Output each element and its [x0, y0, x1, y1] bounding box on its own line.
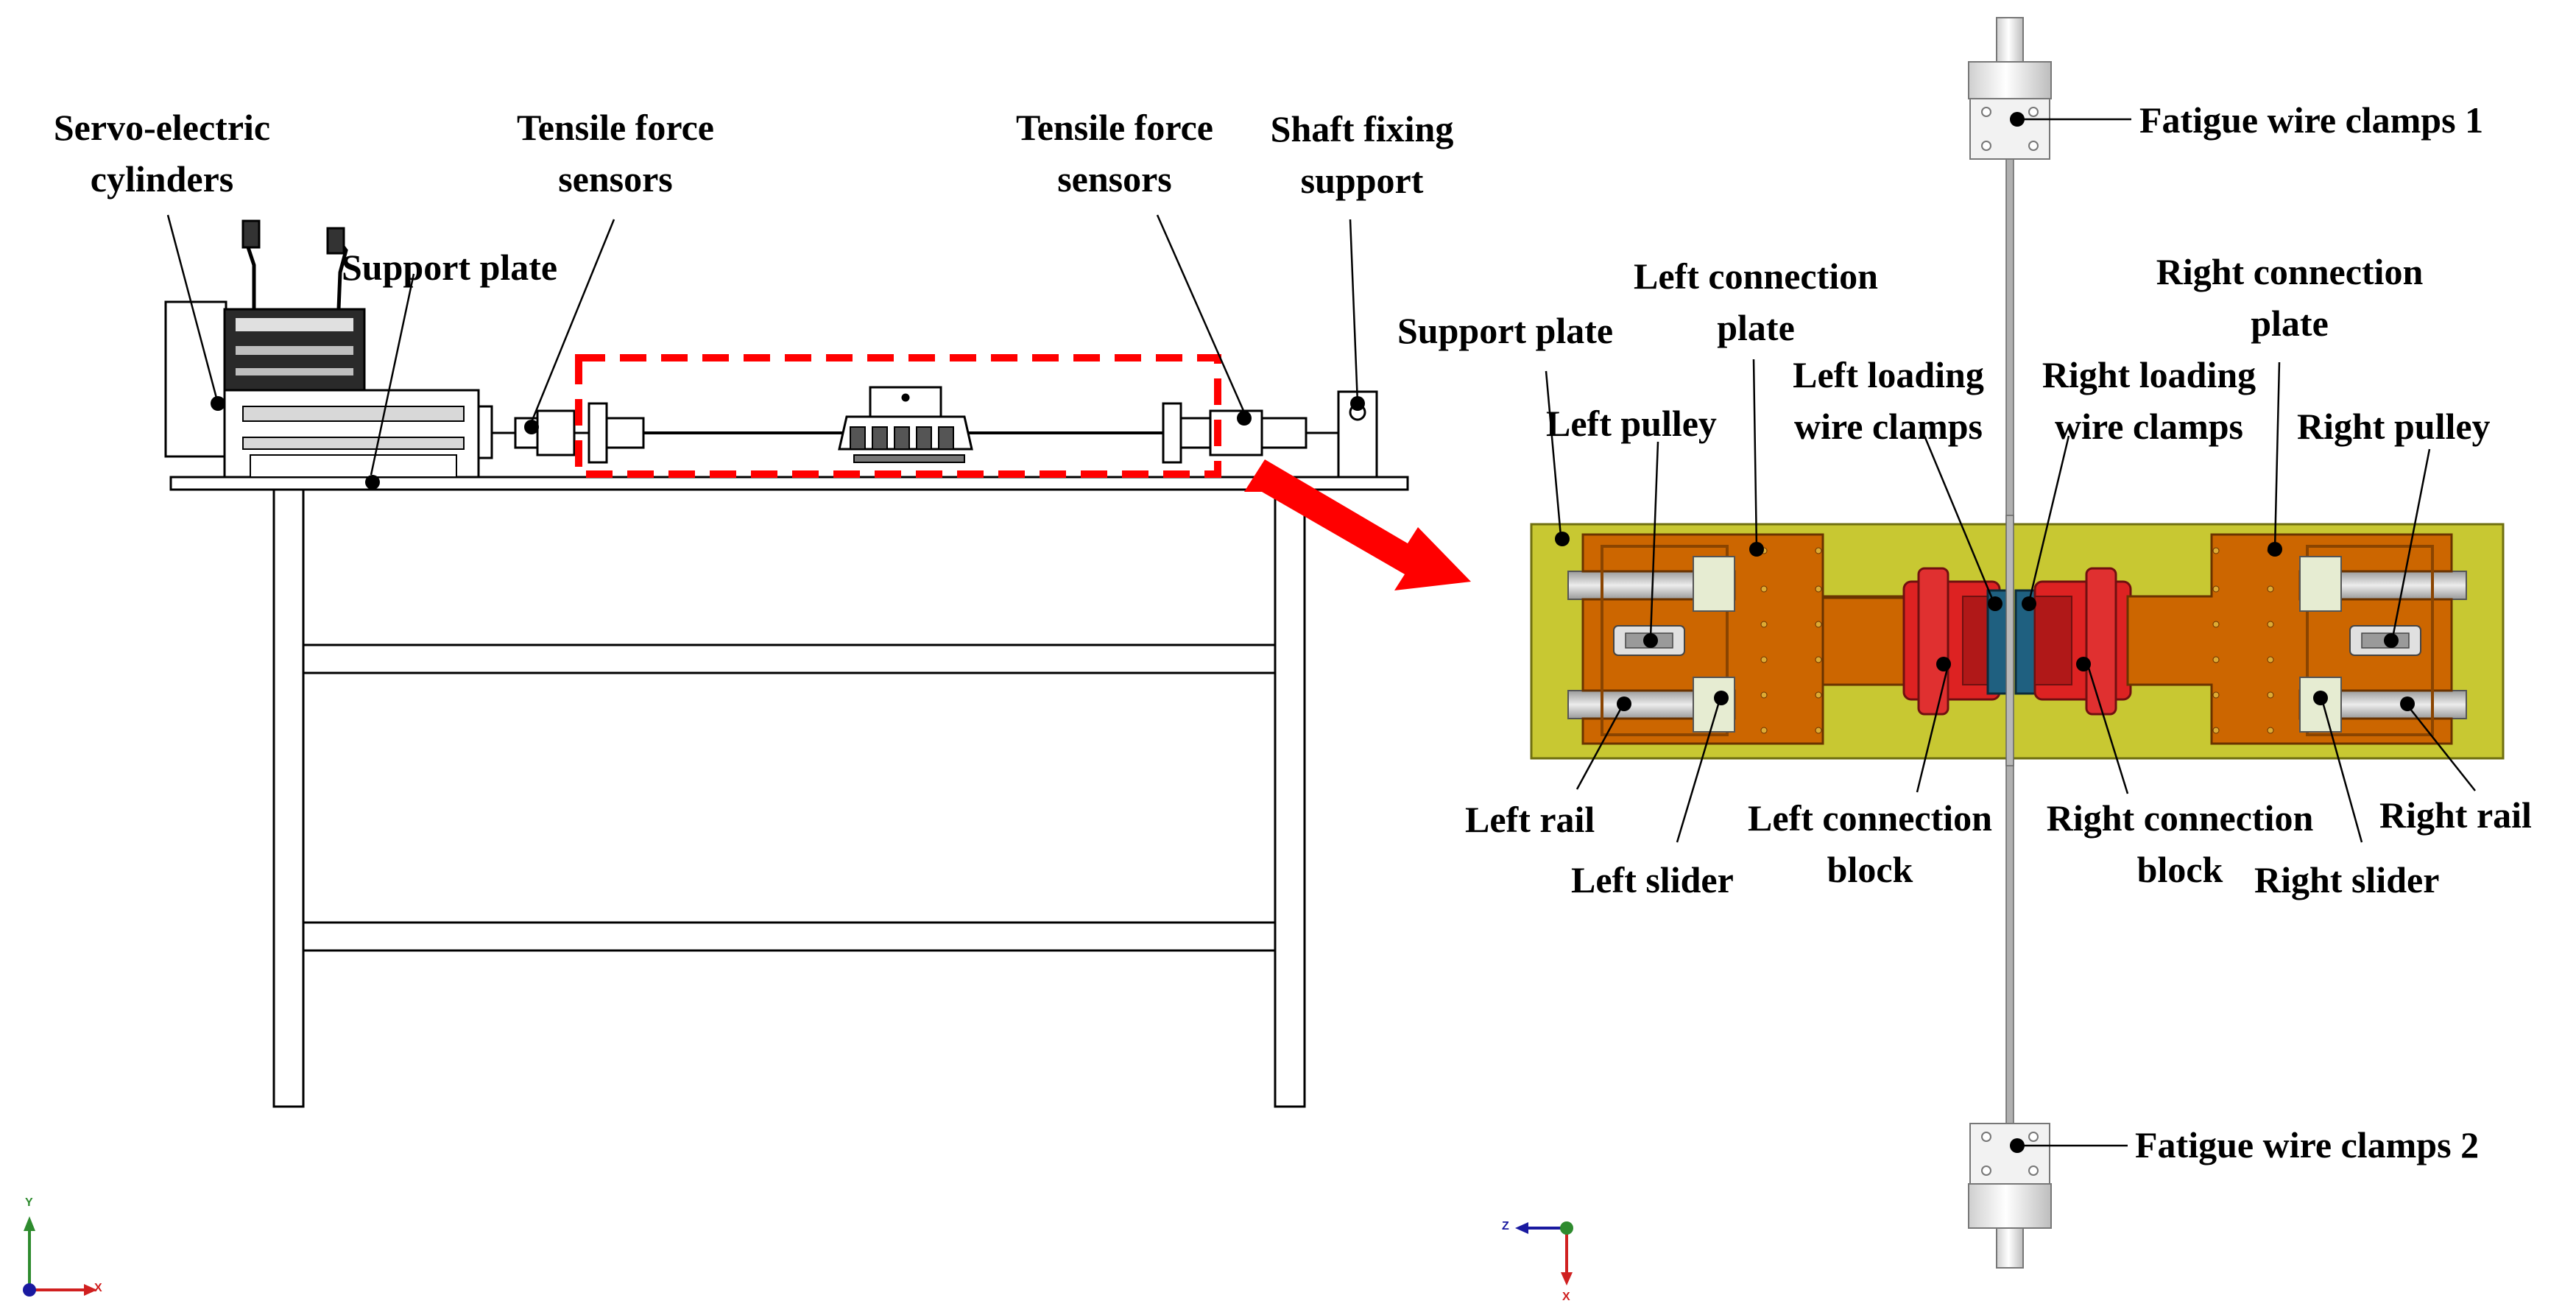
mechanism-top-view: [1530, 17, 2505, 1269]
left-tensile-sensor: [536, 409, 576, 456]
left-leader-dots: [211, 396, 1365, 490]
table-crossbar-upper: [302, 643, 1277, 674]
zoom-arrow: [1244, 459, 1471, 590]
label-support-plate-left: Support plate: [342, 247, 558, 288]
label-line: Servo-electric: [53, 107, 271, 148]
label-line: support: [1300, 160, 1424, 201]
label-line: Right loading: [2042, 354, 2256, 395]
label-line: block: [1827, 849, 1913, 890]
label-right-connection-plate: Right connection plate: [2120, 246, 2459, 349]
label-line: Left connection: [1748, 797, 1992, 839]
axis-triad-left: [23, 1216, 97, 1297]
label-left-slider: Left slider: [1571, 859, 1734, 900]
right-leader-dots: [1555, 112, 2415, 1153]
right-slider-upper: [2299, 556, 2342, 612]
center-fixture: [869, 386, 942, 418]
label-left-pulley: Left pulley: [1546, 403, 1717, 444]
label-right-slider: Right slider: [2254, 859, 2440, 900]
label-right-loading-wire-clamps: Right loading wire clamps: [2020, 349, 2278, 452]
label-left-connection-plate: Left connection plate: [1598, 250, 1914, 353]
label-left-connection-block: Left connection block: [1723, 792, 2017, 895]
bench-support-plate: [169, 476, 1409, 491]
servo-motor-end-block: [164, 300, 227, 458]
left-leaders: [166, 214, 1359, 476]
label-shaft-fixing-support: Shaft fixing support: [1252, 103, 1472, 206]
fatigue-wire-clamp-1: [1968, 17, 2052, 160]
label-line: plate: [2251, 303, 2329, 344]
label-servo-electric-cylinders: Servo-electric cylinders: [29, 102, 294, 205]
table-leg-right: [1274, 488, 1306, 1108]
label-line: Left loading: [1793, 354, 1984, 395]
label-support-plate-right: Support plate: [1397, 310, 1614, 351]
label-tensile-force-sensors-left: Tensile force sensors: [490, 102, 741, 205]
label-line: Shaft fixing: [1270, 108, 1454, 149]
label-right-rail: Right rail: [2379, 794, 2532, 836]
label-fatigue-wire-clamps-1: Fatigue wire clamps 1: [2139, 99, 2484, 141]
axis-triad-right: [1515, 1221, 1573, 1285]
table-crossbar-lower: [302, 921, 1277, 952]
label-left-rail: Left rail: [1465, 799, 1595, 840]
label-line: Right connection: [2046, 797, 2314, 839]
label-line: sensors: [558, 158, 673, 200]
label-line: Tensile force: [1015, 107, 1214, 148]
right-leaders: [1545, 118, 2476, 1147]
label-line: plate: [1717, 307, 1795, 348]
label-right-pulley: Right pulley: [2297, 406, 2491, 447]
label-tensile-force-sensors-right: Tensile force sensors: [989, 102, 1240, 205]
label-line: Left connection: [1634, 255, 1878, 297]
label-line: cylinders: [90, 158, 234, 200]
left-slider-upper: [1693, 556, 1735, 612]
label-line: Tensile force: [516, 107, 715, 148]
label-line: Right connection: [2156, 251, 2424, 292]
axis-x-label-right: X: [1562, 1291, 1570, 1303]
fatigue-wire-clamp-2: [1968, 1123, 2052, 1269]
highlight-box: [575, 354, 1221, 478]
axis-z-label-right: Z: [1502, 1220, 1509, 1232]
left-slider-lower: [1693, 677, 1735, 733]
label-line: sensors: [1057, 158, 1172, 200]
table-leg-left: [272, 488, 305, 1108]
label-line: wire clamps: [1794, 406, 1983, 447]
label-fatigue-wire-clamps-2: Fatigue wire clamps 2: [2135, 1124, 2480, 1165]
label-line: wire clamps: [2055, 406, 2243, 447]
label-left-loading-wire-clamps: Left loading wire clamps: [1767, 349, 2010, 452]
label-right-connection-block: Right connection block: [2022, 792, 2338, 895]
axis-x-label-left: X: [94, 1282, 102, 1294]
bench-side-view: [164, 219, 1409, 1108]
axis-y-label-left: Y: [25, 1196, 33, 1209]
label-line: block: [2136, 849, 2223, 890]
